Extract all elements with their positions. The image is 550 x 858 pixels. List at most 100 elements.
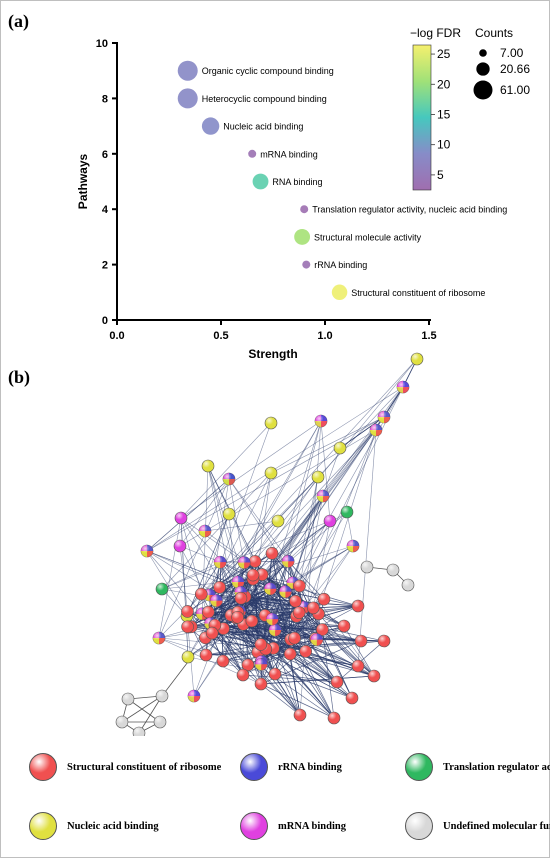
network-node-gloss — [293, 606, 306, 619]
colorbar-gradient — [412, 44, 432, 191]
network-node-gloss — [232, 576, 245, 589]
legend-item: rRNA binding — [240, 753, 342, 781]
network-node-gloss — [265, 547, 278, 560]
size-legend-marker — [479, 49, 487, 57]
network-node-gloss — [289, 595, 302, 608]
network-edge — [357, 429, 377, 667]
network-node-gloss — [202, 460, 214, 472]
network-node-gloss — [182, 651, 194, 663]
colorbar-tick-label: 10 — [437, 138, 451, 152]
network-edge — [201, 358, 418, 595]
network-edge — [161, 561, 221, 590]
network-node-gloss — [122, 693, 134, 705]
network-edge — [207, 465, 238, 618]
network-edge — [274, 582, 294, 675]
size-legend-label: 20.66 — [500, 62, 530, 76]
panel-a-label: (a) — [8, 11, 29, 31]
network-edge — [299, 420, 322, 716]
network-edge — [316, 639, 385, 642]
network-edge — [161, 520, 331, 590]
network-node-gloss — [317, 593, 330, 606]
network-node-gloss — [217, 655, 229, 667]
network-node-gloss — [352, 600, 364, 612]
network-node-gloss — [265, 417, 277, 429]
network-node-gloss — [202, 606, 215, 619]
network-node-gloss — [199, 525, 211, 537]
network-node-gloss — [378, 411, 390, 423]
panel-b-label: (b) — [8, 367, 30, 387]
network-edge — [146, 478, 230, 552]
point-label: mRNA binding — [260, 149, 318, 159]
network-edge — [271, 553, 301, 716]
point-label: Structural molecule activity — [314, 232, 422, 242]
network-node-gloss — [154, 716, 166, 728]
network-node-gloss — [328, 712, 340, 724]
size-legend-marker — [473, 80, 493, 100]
network-node-gloss — [265, 467, 277, 479]
network-node-gloss — [181, 620, 194, 633]
network-node-gloss — [312, 471, 324, 483]
network-node-gloss — [223, 473, 235, 485]
data-point — [300, 205, 309, 214]
legend-color-swatch — [240, 812, 268, 840]
network-node-gloss — [181, 605, 194, 618]
legend-item: Undefined molecular function — [405, 812, 550, 840]
network-node-gloss — [213, 581, 226, 594]
legend-color-swatch — [405, 753, 433, 781]
x-tick-label: 0.5 — [213, 330, 228, 342]
network-edge — [200, 513, 230, 595]
network-edge — [312, 520, 331, 608]
y-tick-label: 8 — [102, 93, 108, 105]
legend-label: Structural constituent of ribosome — [67, 761, 222, 773]
network-edge — [339, 416, 385, 449]
network-node-gloss — [255, 658, 268, 671]
network-edge — [216, 429, 377, 601]
network-node-gloss — [288, 632, 301, 645]
network-node-gloss — [234, 592, 247, 605]
data-point — [252, 173, 269, 190]
network-edge — [138, 695, 163, 734]
network-edge — [305, 650, 375, 677]
size-legend-marker — [476, 62, 490, 76]
network-node-gloss — [361, 561, 373, 573]
y-tick-label: 0 — [102, 315, 108, 327]
y-axis-label: Pathways — [76, 153, 90, 209]
network-nodes — [115, 352, 424, 736]
size-legend-label: 7.00 — [500, 46, 524, 60]
colorbar-tick-label: 15 — [437, 107, 451, 121]
network-edge — [161, 588, 300, 613]
network-node-gloss — [175, 512, 187, 524]
network-edge — [146, 550, 203, 614]
legend-label: rRNA binding — [278, 761, 342, 773]
network-edge — [240, 416, 385, 593]
legend-color-swatch — [240, 753, 268, 781]
network-node-gloss — [195, 588, 208, 601]
network-edge — [219, 562, 224, 662]
legend-color-swatch — [29, 753, 57, 781]
legend-label: Translation regulator activity — [443, 761, 550, 773]
network-node-gloss — [231, 611, 244, 624]
legend-label: Nucleic acid binding — [67, 820, 159, 832]
point-label: RNA binding — [272, 177, 322, 187]
network-edge — [270, 588, 338, 683]
network-edge — [305, 625, 345, 652]
point-label: Structural constituent of ribosome — [351, 288, 485, 298]
network-edge — [251, 620, 306, 652]
network-node-gloss — [266, 613, 279, 626]
data-point — [294, 228, 311, 245]
network-edge — [242, 674, 338, 683]
network-edge — [158, 478, 230, 639]
network-edge — [158, 517, 182, 639]
network-edge — [240, 472, 272, 599]
network-node-gloss — [156, 690, 168, 702]
network-node-gloss — [355, 635, 367, 647]
point-label: Heterocyclic compound binding — [202, 94, 327, 104]
network-node-gloss — [294, 709, 306, 721]
network-node-gloss — [293, 579, 306, 592]
network-edge — [180, 422, 272, 519]
colorbar-tick-label: 5 — [437, 168, 444, 182]
network-node-gloss — [241, 658, 254, 671]
network-node-gloss — [156, 583, 168, 595]
